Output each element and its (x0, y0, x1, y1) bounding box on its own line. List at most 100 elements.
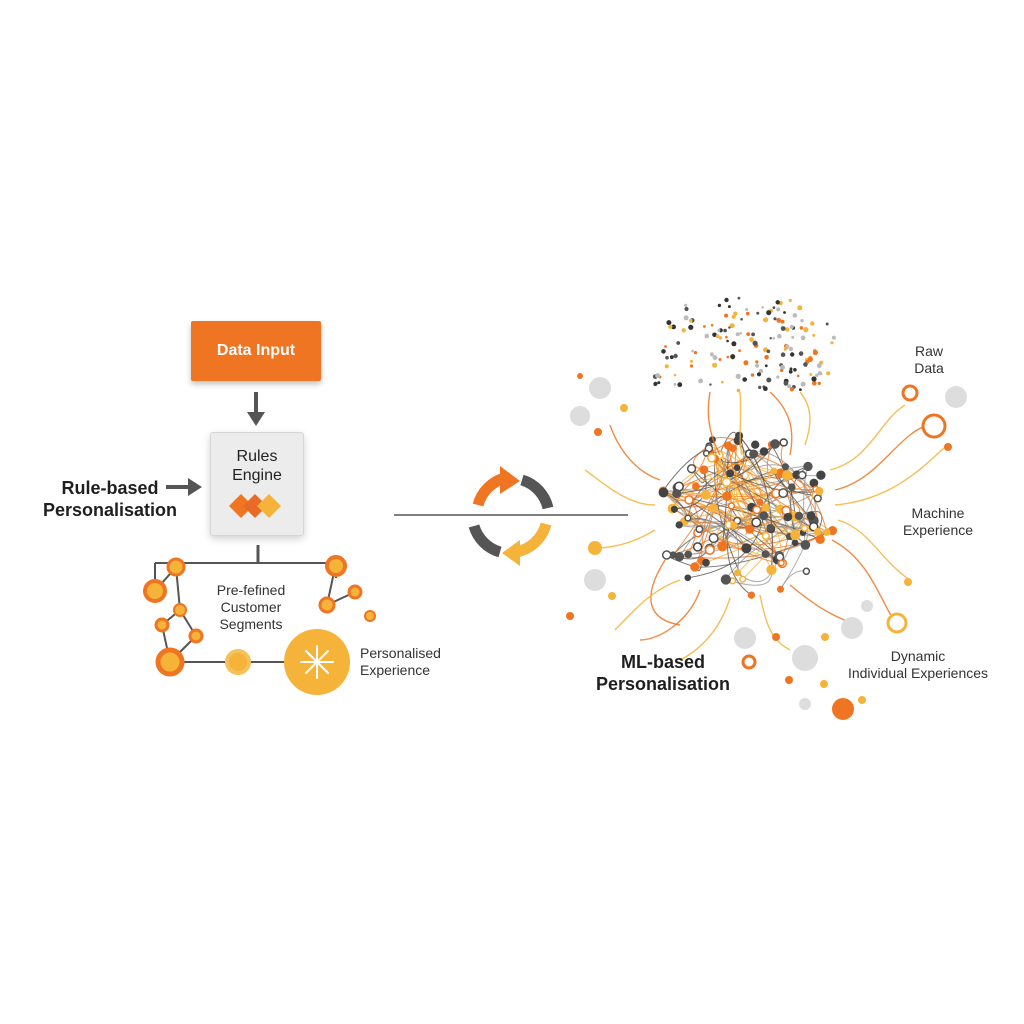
data-input-arrow (247, 392, 265, 426)
rule-based-title-line1: Rule-based (61, 478, 159, 498)
network-node (783, 513, 792, 522)
cloud-dot (733, 311, 738, 316)
cloud-dot (731, 314, 736, 319)
network-node (761, 532, 770, 541)
network-node (775, 552, 785, 562)
cloud-dot (664, 364, 669, 369)
cloud-dot (689, 359, 693, 363)
segments-label-line2: Customer (220, 599, 282, 615)
network-link (780, 570, 807, 590)
network-node (790, 530, 801, 541)
network-link (688, 499, 782, 564)
cloud-dot (698, 378, 703, 384)
flow-line (831, 539, 896, 623)
cloud-dot (764, 354, 769, 360)
network-node (702, 558, 710, 567)
scatter-bubble (772, 633, 780, 641)
network-node (727, 502, 736, 510)
network-link (735, 467, 771, 530)
rules-engine-label-line2: Engine (232, 467, 282, 484)
network-link (727, 445, 780, 557)
cloud-dot (671, 324, 676, 330)
network-node (759, 511, 769, 521)
scatter-bubble (841, 617, 863, 639)
network-node (717, 541, 728, 552)
cloud-dot (785, 344, 790, 349)
cloud-dot (681, 328, 686, 333)
cloud-dot (783, 311, 786, 314)
network-node (686, 464, 697, 474)
cloud-dot (790, 352, 795, 357)
cloud-dot (826, 371, 831, 376)
cloud-dot (691, 349, 694, 353)
cloud-dot (664, 345, 667, 348)
network-link (672, 469, 707, 510)
cloud-dot (750, 373, 755, 377)
cloud-dot (712, 355, 718, 360)
flow-line (834, 424, 931, 491)
flow-line (609, 424, 661, 481)
network-link (697, 445, 729, 548)
network-node (672, 489, 682, 499)
network-node (761, 550, 770, 559)
network-node (756, 498, 764, 506)
rules-engine-box: Rules Engine (210, 432, 304, 536)
network-node (745, 524, 755, 534)
cloud-dot (710, 324, 714, 327)
network-node (759, 447, 769, 456)
segments-label: Pre-fefined Customer Segments (196, 582, 306, 633)
network-node (707, 453, 717, 463)
dynamic-experiences-label: Dynamic Individual Experiences (838, 648, 998, 682)
cloud-dot (730, 354, 736, 360)
cloud-dot (799, 326, 804, 330)
cloud-dot (756, 311, 760, 315)
cloud-dot (735, 373, 741, 379)
network-node (751, 517, 762, 528)
network-node (739, 575, 747, 583)
cloud-dot (749, 337, 754, 342)
cloud-dot (673, 373, 677, 377)
network-node (692, 542, 703, 552)
cloud-dot (761, 306, 764, 309)
dynamic-experiences-line1: Dynamic (890, 648, 946, 664)
scatter-bubble (577, 373, 583, 379)
raw-data-line1: Raw (914, 343, 943, 359)
cloud-dot (703, 325, 706, 328)
cloud-dot (709, 352, 714, 357)
network-link (687, 515, 765, 579)
cloud-dot (807, 356, 813, 362)
cloud-dot (812, 333, 816, 337)
network-node (800, 540, 811, 550)
cloud-dot (689, 364, 694, 368)
raw-data-line2: Data (914, 360, 944, 376)
cloud-dot (673, 353, 678, 359)
network-node (801, 524, 809, 532)
cloud-dot (688, 318, 693, 323)
cloud-dot (735, 332, 740, 337)
cloud-dot (755, 360, 759, 364)
cloud-dot (780, 319, 785, 324)
cloud-dot (812, 349, 819, 356)
network-node (813, 528, 822, 536)
data-cloud-icon (652, 296, 837, 393)
network-node (766, 564, 777, 575)
network-node (770, 467, 778, 475)
cloud-dot (751, 332, 755, 337)
cloud-dot (803, 362, 808, 367)
cloud-dot (763, 386, 768, 392)
network-node (684, 514, 692, 522)
cloud-dot (791, 335, 795, 339)
rules-engine-label-line1: Rules (236, 448, 278, 465)
cloud-dot (712, 332, 717, 338)
cloud-dot (799, 388, 802, 391)
cloud-dot (712, 362, 718, 368)
network-node (823, 528, 831, 536)
cloud-dot (772, 306, 776, 309)
cloud-dot (810, 321, 815, 326)
cloud-dot (766, 310, 772, 316)
cloud-dot (726, 339, 729, 343)
cloud-dot (745, 308, 749, 311)
cloud-dot (665, 355, 669, 360)
cloud-dot (800, 319, 804, 323)
